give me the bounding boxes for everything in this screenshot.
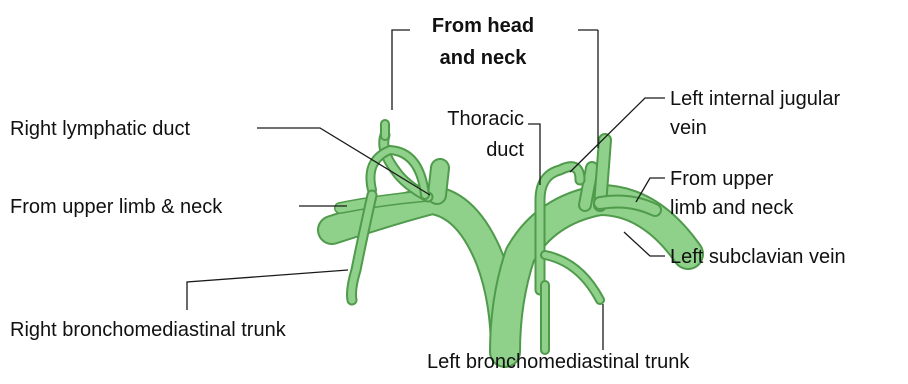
label-right-bronchomediastinal-trunk: Right bronchomediastinal trunk: [10, 319, 287, 341]
label-from-head-neck-line2: and neck: [440, 47, 528, 69]
leader-left-internal-jugular-vein: [570, 98, 665, 172]
label-from-upper-limb-neck-left-line1: From upper: [670, 168, 774, 190]
left-upper-limb-vessel: [600, 202, 655, 210]
label-from-upper-limb-neck-left-line2: limb and neck: [670, 197, 794, 219]
label-left-bronchomediastinal-trunk: Left bronchomediastinal trunk: [427, 351, 690, 373]
label-left-subclavian-vein: Left subclavian vein: [670, 246, 846, 268]
left-internal-jugular-vein: [585, 140, 605, 205]
right-lymphatic-duct-vessel: [370, 135, 428, 197]
label-from-head-neck-line1: From head: [432, 15, 534, 37]
label-from-upper-limb-neck-right: From upper limb & neck: [10, 196, 223, 218]
label-left-internal-jugular-line2: vein: [670, 117, 707, 139]
label-left-internal-jugular-line1: Left internal jugular: [670, 88, 840, 110]
left-bronchomediastinal-trunk-vessel: [545, 255, 600, 300]
left-brachiocephalic-vein: [505, 200, 688, 352]
right-internal-jugular-vein: [437, 168, 440, 195]
leader-thoracic-duct: [528, 124, 540, 185]
label-thoracic-duct-line1: Thoracic: [447, 108, 524, 130]
label-thoracic-duct-line2: duct: [486, 139, 524, 161]
label-right-lymphatic-duct: Right lymphatic duct: [10, 118, 191, 140]
leader-right-bronchomediastinal-trunk: [187, 270, 348, 310]
